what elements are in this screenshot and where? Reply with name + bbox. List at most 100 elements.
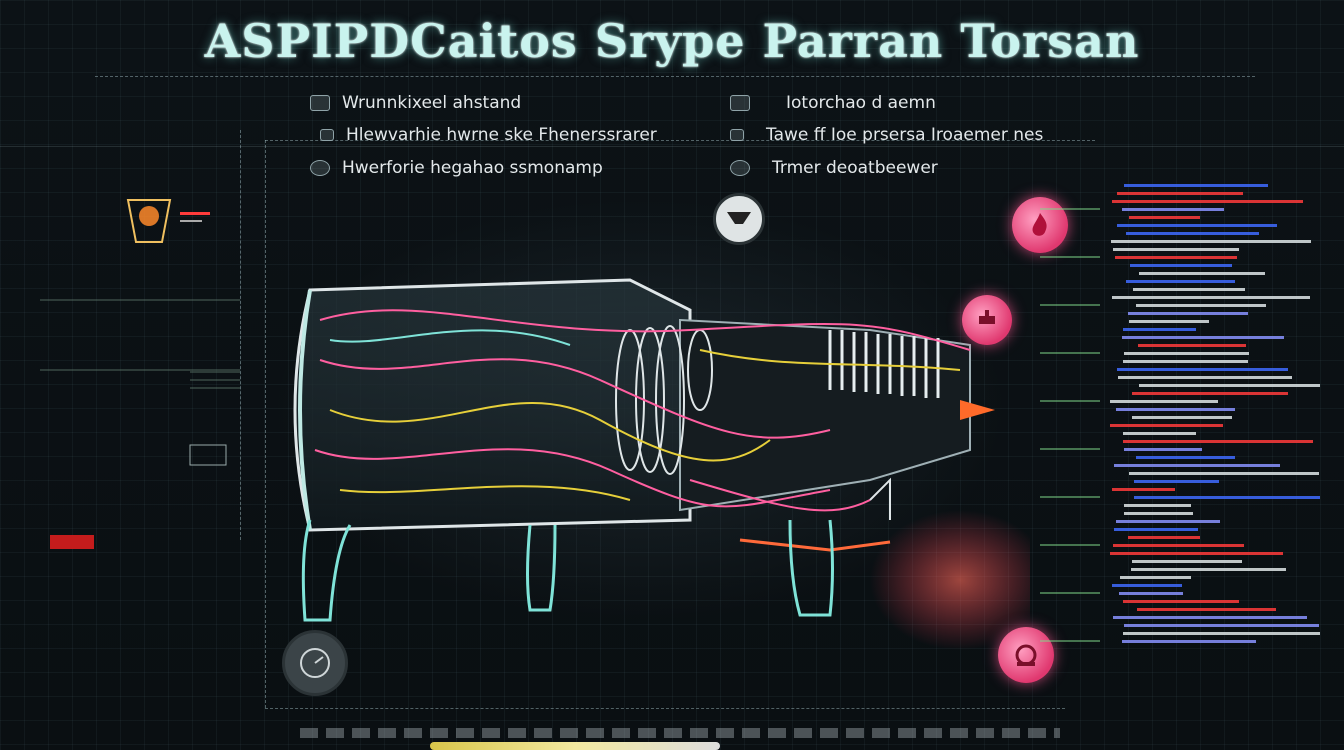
wiring-harness <box>314 309 971 552</box>
heat-glow <box>870 510 1030 650</box>
data-line <box>1124 448 1202 451</box>
data-line <box>1110 424 1223 427</box>
data-line <box>1134 480 1219 483</box>
mounting-legs <box>301 519 834 622</box>
legend-label: Iotorchao d aemn <box>786 93 936 113</box>
data-line <box>1132 560 1242 563</box>
data-line <box>1123 360 1248 363</box>
data-line <box>1116 520 1220 523</box>
title-underline <box>95 76 1255 77</box>
data-line <box>1117 192 1243 195</box>
data-line <box>1115 256 1237 259</box>
data-line <box>1132 416 1232 419</box>
doc-icon <box>310 95 330 111</box>
data-line <box>1122 336 1284 339</box>
data-line <box>1133 288 1245 291</box>
cable-icon <box>320 129 334 141</box>
left-panel-rule <box>240 130 241 540</box>
data-line <box>1120 576 1191 579</box>
combustion-section <box>679 318 971 512</box>
legend-item: Iotorchao d aemn <box>730 93 936 113</box>
data-line <box>1124 184 1268 187</box>
data-line <box>1129 472 1319 475</box>
data-line <box>1124 504 1191 507</box>
bottom-scale <box>300 728 1060 738</box>
left-hud-panel <box>40 199 240 549</box>
frame-bottom <box>265 708 1065 709</box>
data-line <box>1113 616 1307 619</box>
data-line <box>1139 272 1265 275</box>
bracket <box>869 477 891 520</box>
data-line <box>1123 328 1196 331</box>
data-line <box>1124 352 1249 355</box>
legend-label: Trmer deoatbeewer <box>772 158 938 178</box>
data-line <box>1123 600 1239 603</box>
readout-box <box>189 444 227 466</box>
data-line <box>1132 392 1288 395</box>
data-line <box>1131 568 1286 571</box>
gear-icon <box>310 160 330 176</box>
data-line <box>1113 248 1239 251</box>
data-line <box>1123 440 1313 443</box>
legend-item: Hwerforie hegahao ssmonamp <box>310 158 603 178</box>
data-line <box>1117 368 1288 371</box>
data-line <box>1126 232 1259 235</box>
left-data-lines <box>40 299 240 389</box>
data-line <box>1112 296 1310 299</box>
data-line <box>1139 384 1320 387</box>
data-line <box>1112 584 1182 587</box>
data-readout-panel <box>1040 184 1320 643</box>
valve-icon <box>979 310 995 324</box>
exhaust-arrow-icon <box>960 400 995 420</box>
gauge-icon <box>300 648 330 678</box>
frame-left <box>265 140 266 708</box>
data-line <box>1117 224 1277 227</box>
data-line <box>1123 432 1196 435</box>
data-line <box>1128 312 1248 315</box>
data-line <box>1111 240 1311 243</box>
data-line <box>1138 344 1246 347</box>
data-line <box>1129 216 1200 219</box>
pump-badge <box>998 627 1054 683</box>
cylinder-body <box>293 278 692 532</box>
gauge-badge <box>282 630 348 696</box>
legend-item: Wrunnkixeel ahstand <box>310 93 521 113</box>
data-line <box>1126 280 1235 283</box>
legend-label: Tawe ff Ioe prsersa Iroaemer nes <box>766 125 1044 145</box>
header-divider <box>0 146 1344 147</box>
data-line <box>1110 400 1218 403</box>
alert-indicator <box>50 535 94 549</box>
bottom-highlight <box>430 742 720 750</box>
gear-icon <box>730 160 750 176</box>
flame-badge <box>1012 197 1068 253</box>
valve-badge <box>962 295 1012 345</box>
data-line <box>1134 496 1320 499</box>
legend-item: Tawe ff Ioe prsersa Iroaemer nes <box>730 125 1043 145</box>
data-line <box>1137 608 1276 611</box>
data-line <box>1110 552 1283 555</box>
data-line <box>1119 592 1183 595</box>
data-line <box>1124 512 1193 515</box>
legend-item: Hlewvarhie hwrne ske Fhenerssrarer <box>320 125 657 145</box>
cylinder-endcap <box>298 289 312 531</box>
legend-label: Hwerforie hegahao ssmonamp <box>342 158 603 178</box>
doc-icon <box>730 95 750 111</box>
heater-schematic <box>293 278 1030 650</box>
data-line <box>1136 304 1266 307</box>
data-line <box>1130 264 1232 267</box>
data-line <box>1113 544 1244 547</box>
warning-lamp-icon <box>126 199 210 243</box>
data-line <box>1136 456 1235 459</box>
data-line <box>1122 640 1256 643</box>
filter-icon <box>727 212 751 224</box>
data-line <box>1114 528 1198 531</box>
legend-label: Hlewvarhie hwrne ske Fhenerssrarer <box>346 125 657 145</box>
flame-icon <box>1032 213 1047 236</box>
data-line <box>1118 376 1292 379</box>
cable-icon <box>730 129 744 141</box>
diagram-title: ASPIPDCaitos Srype Parran Torsan <box>204 14 1140 68</box>
data-line <box>1128 536 1200 539</box>
data-line <box>1112 488 1175 491</box>
data-line <box>1114 464 1280 467</box>
